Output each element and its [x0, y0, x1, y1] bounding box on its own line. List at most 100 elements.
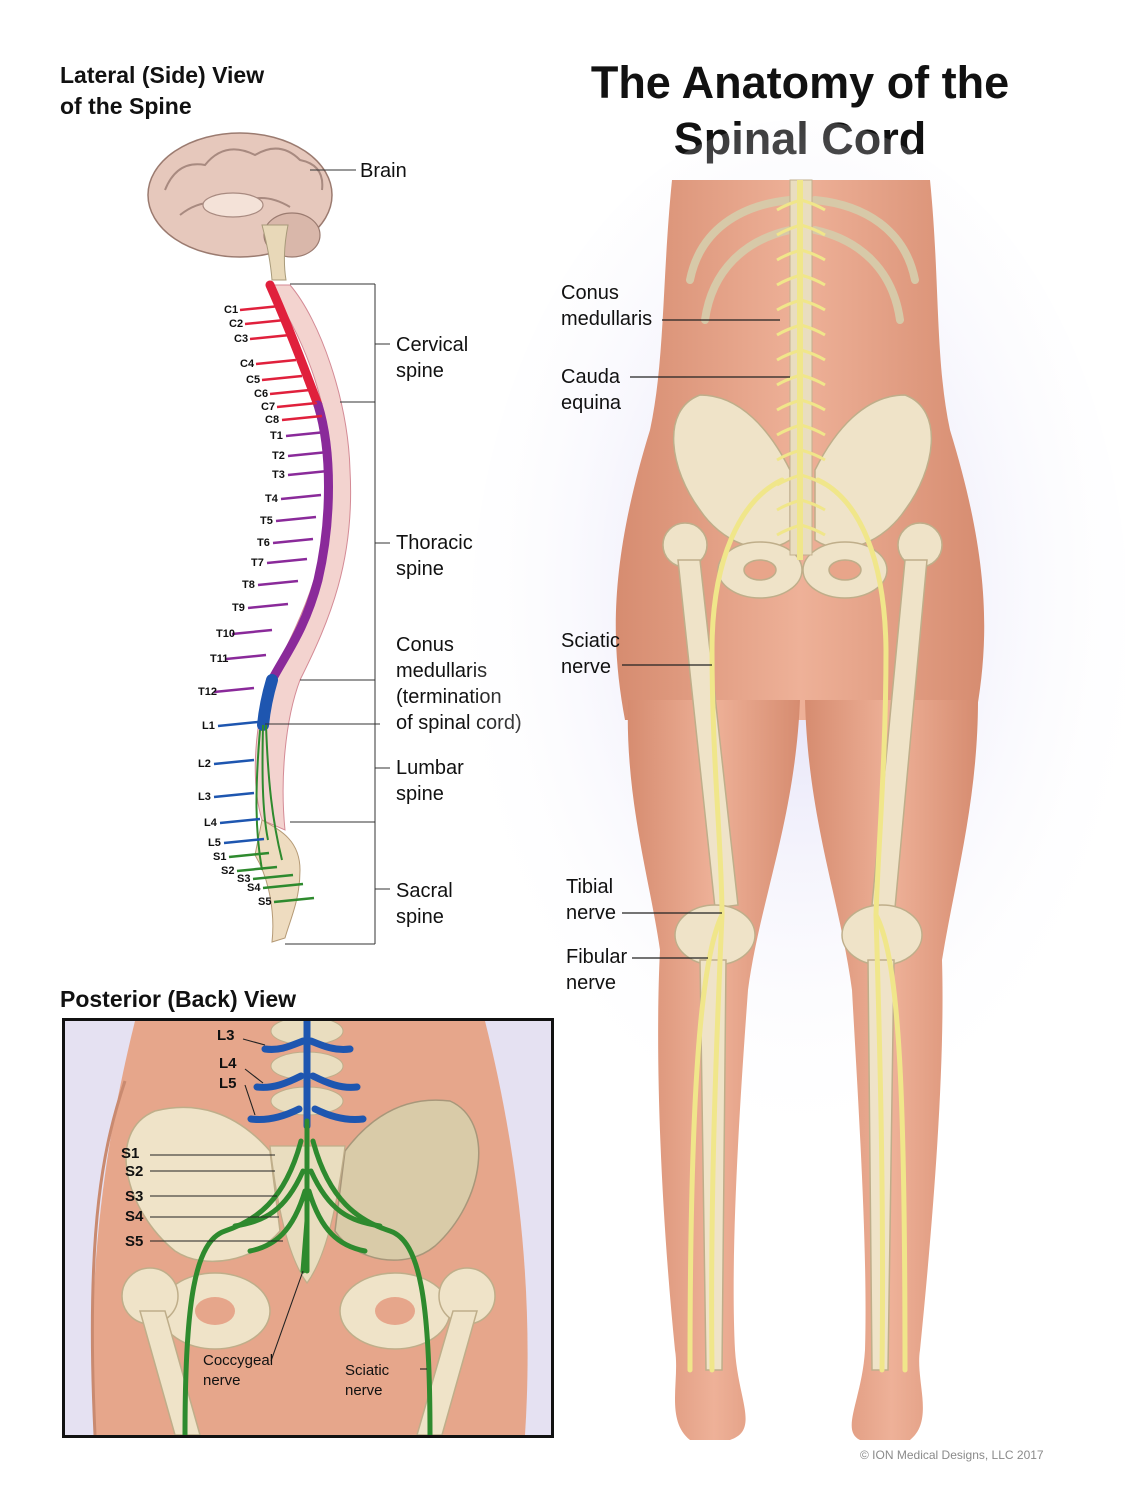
vertebra-label-l4: L4: [204, 817, 217, 829]
vertebra-label-t11: T11: [210, 653, 229, 665]
nerve-root-t7: [266, 557, 308, 565]
inset-label-s2: S2: [125, 1163, 144, 1180]
vertebra-label-t12: T12: [198, 686, 217, 698]
vertebra-label-c5: C5: [246, 374, 261, 386]
vertebra-label-t8: T8: [242, 579, 255, 591]
brain-label: Brain: [360, 160, 407, 182]
nerve-root-l4: [219, 817, 261, 825]
vertebra-label-t1: T1: [270, 430, 283, 442]
nerve-root-c7: [276, 401, 318, 409]
inset-label-s5: S5: [125, 1233, 144, 1250]
sciatic-nerve-body-label: Sciatic nerve: [561, 630, 620, 678]
nerve-root-c8: [281, 414, 323, 422]
cervical-cord: [265, 280, 323, 410]
vertebra-label-t4: T4: [265, 493, 278, 505]
inset-label-s1: S1: [121, 1145, 140, 1162]
body-leader-lines: [622, 319, 790, 959]
spinal-nerve-root: [800, 373, 826, 387]
spinal-nerve-root: [800, 448, 826, 462]
vertebra-label-t9: T9: [232, 602, 245, 614]
lumbar-cord: [257, 674, 278, 731]
posterior-view-title: Posterior (Back) View: [60, 986, 297, 1012]
nerve-root-c4: [255, 358, 297, 366]
spinal-nerve-root: [800, 398, 826, 412]
vertebra-label-l1: L1: [202, 720, 215, 732]
vertebra-label-l3: L3: [198, 791, 211, 803]
conus-medullaris-body-label: Conus medullaris: [561, 282, 653, 330]
inset-sacral-nerves: [182, 1118, 433, 1435]
vertebra-label-c8: C8: [265, 414, 280, 426]
posterior-inset-frame: L3 L4 L5 S1 S2 S3 S4 S5 Coccygeal nerve …: [62, 1018, 554, 1438]
inset-label-s4: S4: [125, 1208, 144, 1225]
brain-illustration: [147, 132, 333, 281]
vertebra-label-s5: S5: [258, 896, 272, 908]
vertebra-label-s1: S1: [213, 851, 227, 863]
nerve-root-s1: [228, 851, 270, 859]
nerve-root-t12: [213, 686, 255, 694]
pelvis-illustration: [672, 394, 933, 599]
nerve-root-t10: [231, 628, 273, 636]
vertebra-label-s2: S2: [221, 865, 235, 877]
vertebra-nerve-ticks: [213, 304, 329, 904]
spinal-nerve-root: [800, 223, 826, 237]
nerve-root-t5: [275, 515, 317, 523]
nerve-root-s2: [236, 865, 278, 873]
spinal-nerve-root: [800, 523, 826, 537]
thoracic-spine-label: Thoracic spine: [396, 532, 473, 580]
vertebra-label-t2: T2: [272, 450, 285, 462]
vertebra-label-l2: L2: [198, 758, 211, 770]
nerve-root-l3: [213, 791, 255, 799]
lumbar-spine-label: Lumbar spine: [396, 757, 464, 805]
region-brackets: [265, 169, 390, 945]
copyright-notice: © ION Medical Designs, LLC 2017: [860, 1448, 1044, 1462]
vertebra-label-c2: C2: [229, 318, 244, 330]
nerve-root-t1: [285, 430, 327, 438]
spinal-nerve-root: [800, 323, 826, 337]
nerve-root-l1: [217, 720, 259, 728]
nerve-root-t11: [225, 653, 267, 661]
cauda-equina-lateral: [255, 724, 283, 871]
fibular-nerve-label: Fibular nerve: [566, 946, 628, 994]
spinal-nerve-root: [800, 198, 826, 212]
vertebra-label-t5: T5: [260, 515, 273, 527]
vertebra-label-l5: L5: [208, 837, 221, 849]
thoracic-cord: [267, 400, 333, 685]
nerve-root-l5: [223, 837, 265, 845]
nerve-root-t2: [287, 450, 329, 458]
vertebra-label-t6: T6: [257, 537, 270, 549]
inset-label-s3: S3: [125, 1188, 144, 1205]
spinal-nerve-root: [800, 423, 826, 437]
spinal-nerve-root: [800, 348, 826, 362]
ribcage-illustration: [686, 196, 919, 324]
inset-leader-lines: [150, 1038, 427, 1370]
cervical-spine-label: Cervical spine: [396, 334, 469, 382]
lateral-spine-illustration: [147, 132, 390, 945]
tibial-nerve-label: Tibial nerve: [566, 876, 617, 924]
nerve-root-c1: [239, 304, 281, 312]
vertebra-label-s3: S3: [237, 873, 251, 885]
vertebra-label-t3: T3: [272, 469, 285, 481]
spinal-nerve-root: [800, 248, 826, 262]
leg-nerves-illustration: [687, 477, 908, 1373]
sciatic-nerve-inset-label: Sciatic nerve: [345, 1362, 390, 1399]
nerve-root-c5: [261, 374, 303, 382]
inset-label-l3: L3: [217, 1027, 235, 1044]
nerve-root-s4: [262, 882, 304, 890]
vertebra-label-c6: C6: [254, 388, 269, 400]
coccygeal-nerve-label: Coccygeal nerve: [203, 1352, 274, 1389]
vertebra-label-t7: T7: [251, 557, 264, 569]
vertebra-label-c7: C7: [261, 401, 276, 413]
nerve-root-t4: [280, 493, 322, 501]
nerve-root-c6: [269, 388, 311, 396]
vertebra-label-s4: S4: [247, 882, 261, 894]
vertebra-label-t10: T10: [216, 628, 235, 640]
nerve-root-l2: [213, 758, 255, 766]
nerve-root-t9: [247, 602, 289, 610]
nerve-root-t8: [257, 579, 299, 587]
vertebra-label-c1: C1: [224, 304, 239, 316]
nerve-root-t3: [287, 469, 329, 477]
inset-lumbar-nerves: [247, 1021, 367, 1130]
cauda-equina-label: Cauda equina: [561, 366, 622, 414]
